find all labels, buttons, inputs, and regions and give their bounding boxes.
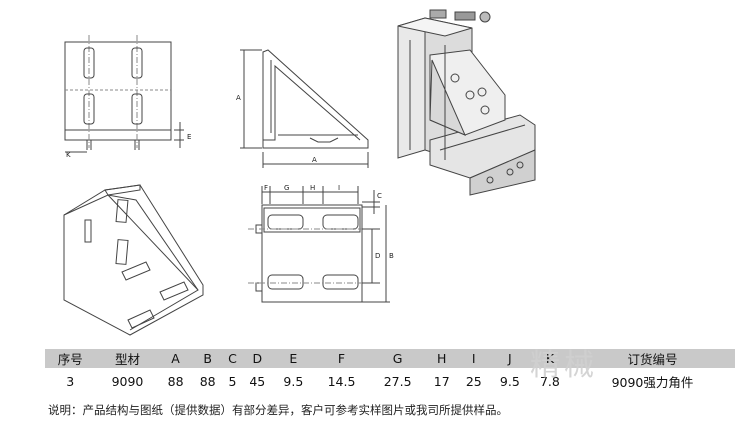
header-cell: D: [241, 349, 274, 368]
dim-f-label: F: [264, 184, 268, 192]
spec-table: 序号 型材 A B C D E F G H I J K 订货编号 3 9090 …: [45, 349, 735, 394]
header-cell: 序号: [45, 349, 96, 368]
header-cell: B: [191, 349, 224, 368]
header-cell: K: [529, 349, 570, 368]
dim-e-label: E: [187, 133, 191, 141]
front-view: [64, 35, 184, 153]
header-cell: E: [273, 349, 314, 368]
isometric-view: [63, 184, 204, 336]
table-cell: 14.5: [327, 373, 356, 389]
dim-i-label: I: [338, 184, 340, 192]
header-cell: H: [425, 349, 458, 368]
header-cell: 订货编号: [569, 349, 735, 368]
dim-d-label: D: [375, 252, 380, 260]
table-cell: 88: [167, 373, 184, 389]
header-cell: G: [369, 349, 426, 368]
table-row: 3 9090 88 88 5 45 9.5 14.5 27.5 17 25 9.…: [45, 368, 735, 394]
side-view: [240, 49, 369, 168]
table-cell: 9.5: [283, 373, 304, 389]
table-cell: 9090强力角件: [611, 374, 694, 390]
table-cell: 45: [249, 373, 266, 389]
watermark: 精械: [530, 348, 598, 383]
technical-drawing: K E A A F G H I C D B: [63, 9, 536, 336]
dim-g-label: G: [284, 184, 289, 192]
assembly-illustration: [397, 9, 536, 196]
table-cell: 25: [465, 373, 482, 389]
spec-table-header-row: 序号 型材 A B C D E F G H I J K 订货编号: [45, 349, 735, 368]
table-cell: 5: [228, 373, 237, 389]
header-cell: 型材: [95, 349, 160, 368]
table-cell: 27.5: [383, 373, 412, 389]
header-cell: A: [159, 349, 192, 368]
dim-a-horizontal-label: A: [312, 156, 317, 164]
table-cell: 9090: [111, 373, 144, 389]
top-view: [248, 186, 390, 303]
table-cell: 3: [66, 373, 75, 389]
header-cell: J: [489, 349, 530, 368]
table-cell: 9.5: [499, 373, 520, 389]
header-cell: C: [223, 349, 242, 368]
dim-c-label: C: [377, 192, 382, 200]
table-cell: 88: [199, 373, 216, 389]
header-cell: F: [313, 349, 370, 368]
table-cell: 17: [433, 373, 450, 389]
dim-h-label: H: [310, 184, 315, 192]
dim-k-label: K: [66, 151, 71, 159]
disclaimer-note: 说明：产品结构与图纸（提供数据）有部分差异，客户可参考实样图片或我司所提供样品。: [48, 403, 508, 417]
dim-b-label: B: [389, 252, 394, 260]
table-cell: 7.8: [539, 373, 560, 389]
dim-a-vertical-label: A: [236, 94, 241, 102]
header-cell: I: [457, 349, 490, 368]
